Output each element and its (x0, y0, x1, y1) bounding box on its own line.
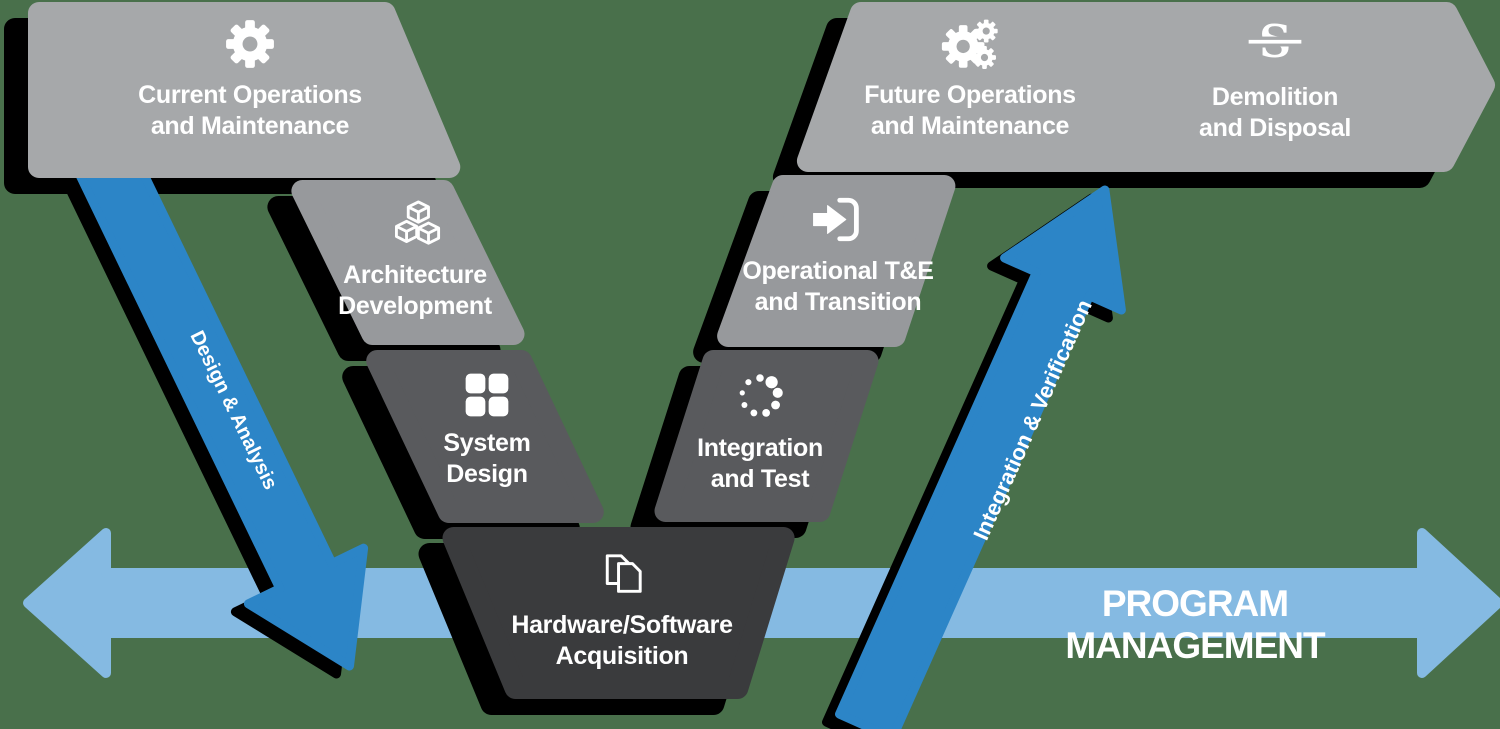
block-current-operations-shape (39, 13, 449, 167)
block-future-ops-demolition-shape (808, 13, 1484, 161)
block-integration-test-shape (666, 361, 868, 511)
block-hardware-software-shape (454, 538, 784, 688)
